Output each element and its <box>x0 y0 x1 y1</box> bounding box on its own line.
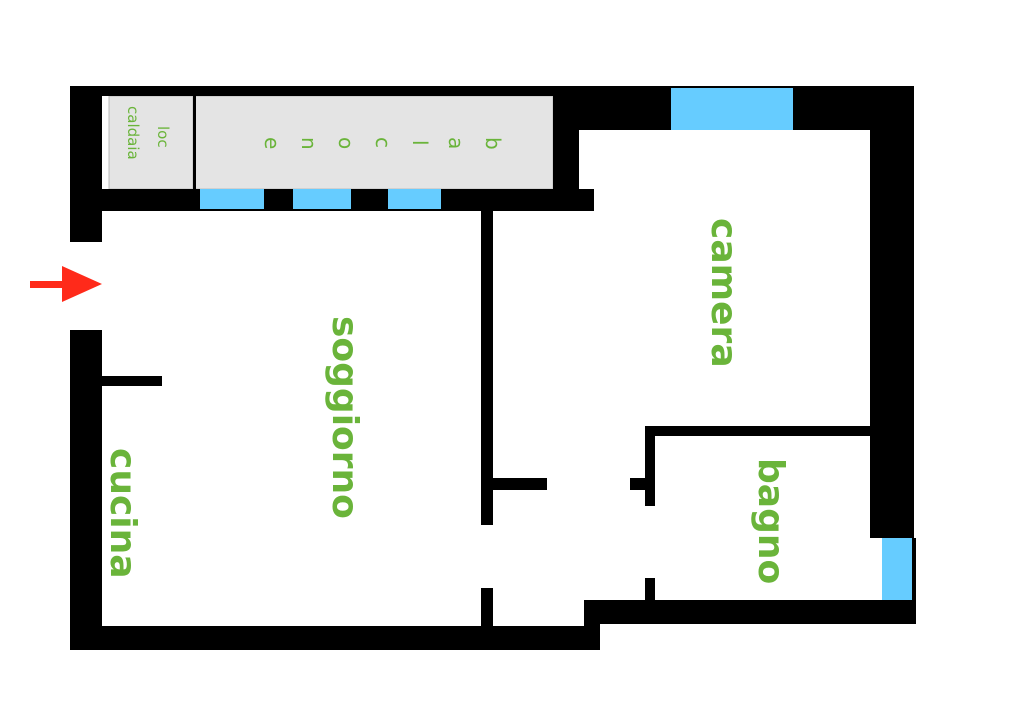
room-label-soggiorno: soggiorno <box>324 316 365 519</box>
wall-left-upper <box>70 86 102 242</box>
balcony-letter: b <box>481 137 505 150</box>
wall-living-divider-upper <box>481 211 493 525</box>
window-balcony-3 <box>388 189 441 209</box>
wall-divider-stub <box>481 478 547 490</box>
wall-boiler-divider <box>193 96 196 189</box>
wall-bathroom-top <box>645 426 875 436</box>
window-camera <box>671 88 793 130</box>
wall-bathroom-left-lower <box>645 578 655 608</box>
windows <box>200 88 912 600</box>
room-label-cucina: cucina <box>102 448 143 579</box>
balcony-letter: l <box>408 140 432 146</box>
wall-bottom-right <box>584 600 914 624</box>
wall-right-lower <box>912 538 916 624</box>
balcony-letter: a <box>444 137 468 149</box>
boiler-room-label-line1: loc <box>154 126 172 148</box>
balcony-label: b a l c o n e <box>260 137 505 150</box>
wall-bathroom-stub <box>630 478 655 490</box>
entrance-arrow-icon <box>30 266 102 302</box>
room-label-bagno: bagno <box>750 458 791 584</box>
wall-bottom-left <box>70 626 600 650</box>
balcony-area <box>194 95 554 190</box>
boiler-room-label-line2: caldaia <box>124 106 142 160</box>
wall-left-lower <box>70 330 102 650</box>
wall-living-divider-lower <box>481 588 493 628</box>
wall-right <box>870 86 914 538</box>
window-balcony-2 <box>293 189 351 209</box>
wall-kitchen-stub <box>102 376 162 386</box>
window-balcony-1 <box>200 189 264 209</box>
room-label-camera: camera <box>703 218 744 368</box>
balcony-letter: c <box>371 137 395 148</box>
wall-top <box>70 86 914 96</box>
window-bathroom <box>882 538 912 600</box>
balcony-letter: n <box>297 137 321 150</box>
wall-camera-upper <box>553 86 579 190</box>
boiler-room-area <box>108 95 194 190</box>
wall-bathroom-left-upper <box>645 426 655 506</box>
balcony-letter: e <box>260 137 284 149</box>
balcony-letter: o <box>334 137 358 149</box>
